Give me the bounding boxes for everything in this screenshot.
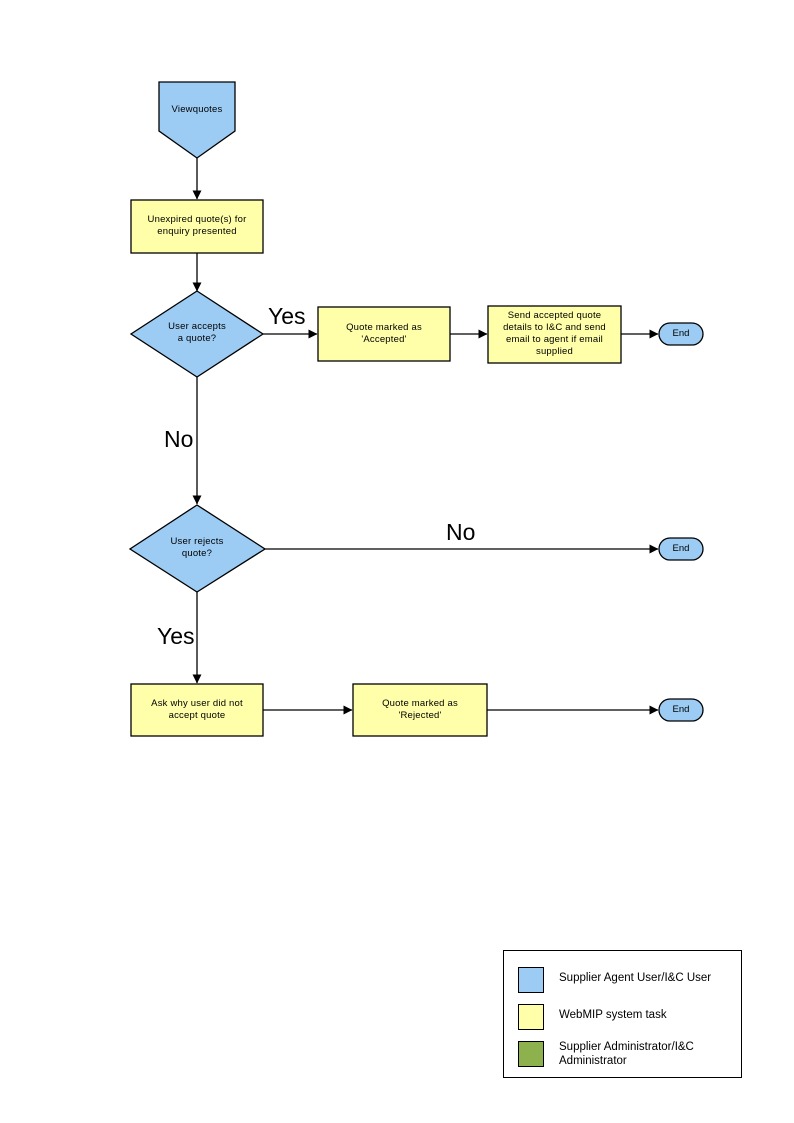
branch-label-yes-accepts: Yes (268, 303, 306, 329)
legend-label-supplier-admin: Supplier Administrator/I&C Administrator (559, 1041, 694, 1067)
node-unexpired-quotes[interactable] (130, 199, 264, 254)
node-end-2[interactable] (658, 537, 704, 561)
legend: Supplier Agent User/I&C User WebMIP syst… (503, 950, 742, 1078)
legend-item-webmip-task: WebMIP system task (518, 1004, 667, 1030)
legend-swatch-yellow (518, 1004, 544, 1030)
node-quote-marked-rejected[interactable] (352, 683, 488, 737)
legend-item-supplier-admin: Supplier Administrator/I&C Administrator (518, 1041, 694, 1068)
node-start-viewquotes[interactable] (158, 81, 236, 159)
node-end-2-label: End (672, 543, 690, 554)
node-end-1-label: End (672, 328, 690, 339)
node-decision-user-rejects[interactable] (128, 504, 267, 593)
node-decision-user-accepts[interactable] (129, 290, 265, 378)
branch-label-no-rejects: No (446, 519, 476, 545)
legend-label-supplier-agent: Supplier Agent User/I&C User (559, 972, 712, 984)
node-ask-why-not-accept[interactable] (130, 683, 264, 737)
node-send-accepted-details[interactable] (487, 305, 622, 364)
node-end-3-label: End (672, 704, 690, 715)
node-end-3[interactable] (658, 698, 704, 722)
legend-swatch-green (518, 1041, 544, 1067)
legend-item-supplier-agent: Supplier Agent User/I&C User (518, 967, 711, 993)
legend-swatch-blue (518, 967, 544, 993)
legend-label-webmip-task: WebMIP system task (559, 1009, 667, 1021)
node-quote-marked-accepted[interactable] (317, 306, 451, 362)
node-end-1[interactable] (658, 322, 704, 346)
branch-label-yes-rejects: Yes (157, 623, 195, 649)
branch-label-no-accepts: No (164, 426, 194, 452)
